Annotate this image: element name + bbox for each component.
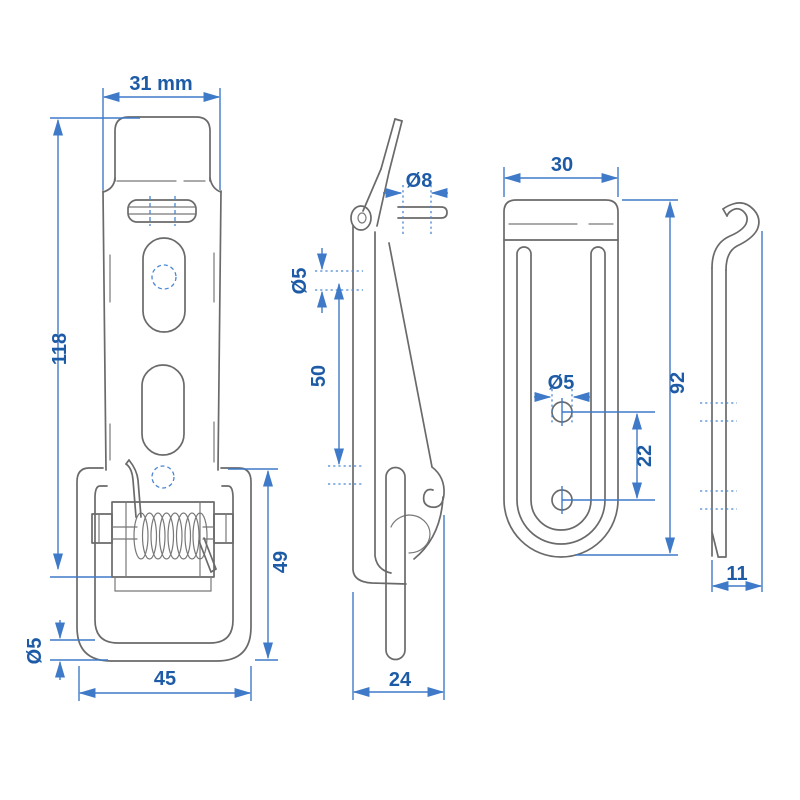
dim-front-wire: Ø5 [24, 620, 108, 680]
front-spring-leg-left-cap [125, 459, 130, 465]
dim-front-base-width-label: 45 [154, 668, 176, 690]
dim-side-depth-label: 24 [389, 669, 412, 691]
dim-front-base-height: 49 [228, 468, 292, 661]
side-lever-arm [380, 118, 396, 170]
dim-plate-hole-label: Ø5 [548, 372, 575, 394]
side-lever-arm-lower [376, 171, 390, 227]
profile-hook-tip [722, 208, 728, 217]
front-pivot-tab-left [91, 513, 113, 544]
plate-channel [516, 246, 606, 545]
side-rolled-end [390, 514, 410, 528]
front-grip-slot [127, 199, 197, 223]
dim-front-width: 31 mm [102, 73, 221, 190]
front-view: 31 mm 118 Ø5 45 49 [24, 73, 292, 701]
dim-front-width-label: 31 mm [129, 73, 192, 95]
side-pivot-barrel [350, 205, 372, 231]
side-lever-arm [388, 120, 403, 173]
side-plate-front-edge [374, 231, 392, 574]
plate-outline [503, 199, 619, 558]
front-spring-leg-right [198, 540, 212, 573]
front-hole-mark-upper [151, 264, 177, 290]
dim-plate-hole-spacing: 22 [562, 411, 656, 501]
side-rolled-end [408, 514, 431, 554]
side-pivot-barrel-core [357, 212, 367, 224]
front-pivot-tab-right [213, 513, 234, 544]
front-cutout-upper [142, 237, 186, 333]
side-plate-back-edge [352, 225, 407, 585]
front-hole-mark-lower [151, 465, 175, 489]
dim-front-wire-label: Ø5 [24, 638, 46, 665]
side-lever-arm-lower [362, 168, 382, 212]
dim-side-wire-label: Ø5 [289, 268, 311, 295]
dim-plate-height-label: 92 [667, 372, 689, 394]
dim-front-height-label: 118 [49, 333, 71, 365]
dim-plate-hole-spacing-label: 22 [634, 445, 656, 467]
dim-plate-width: 30 [503, 154, 619, 197]
side-view: Ø8 Ø5 50 24 [289, 118, 448, 700]
front-bracket-outer [76, 467, 252, 662]
profile-hook-outer [722, 202, 760, 271]
dim-side-pin: Ø8 [383, 170, 448, 237]
dim-side-wire: Ø5 [289, 248, 363, 313]
front-spring-leg-right [203, 537, 217, 570]
side-catch-pin [397, 206, 448, 219]
front-body-right-edge [217, 190, 222, 471]
front-top-tab [114, 116, 211, 182]
profile-view: 11 [700, 202, 763, 592]
side-curl-sweep [413, 496, 444, 560]
front-spring-leg-left [125, 463, 137, 518]
dim-side-depth: 24 [352, 515, 445, 700]
side-bail-loop [385, 466, 406, 661]
front-cutout-lower [141, 364, 185, 456]
front-spring-leg-right-cap [210, 568, 217, 573]
dim-side-arm-label: 50 [308, 365, 330, 387]
dim-side-pin-label: Ø8 [406, 170, 433, 192]
dim-plate-hole: Ø5 [534, 372, 590, 423]
dim-front-height: 118 [49, 117, 140, 578]
dim-plate-height: 92 [575, 199, 689, 556]
front-shoulder-right [209, 177, 222, 193]
front-shoulder-left [102, 177, 116, 193]
dim-profile-depth: 11 [711, 231, 763, 592]
profile-hook-inner [711, 207, 748, 269]
side-lever-slant [388, 242, 433, 468]
dim-side-arm: 50 [308, 282, 363, 485]
front-spring-coil [133, 512, 208, 560]
side-lever-tip [394, 118, 403, 122]
front-bracket-inner [94, 485, 234, 644]
front-body-left-edge [102, 190, 107, 471]
profile-bottom-bevel [711, 531, 719, 557]
dim-profile-depth-label: 11 [726, 563, 747, 585]
dim-plate-width-label: 30 [551, 154, 573, 176]
front-spring-leg-left [128, 459, 142, 518]
plate-view: 30 Ø5 22 92 [503, 154, 689, 558]
side-curl-hook [422, 466, 445, 509]
dim-front-base-width: 45 [78, 666, 252, 701]
dim-front-base-height-label: 49 [270, 551, 292, 573]
